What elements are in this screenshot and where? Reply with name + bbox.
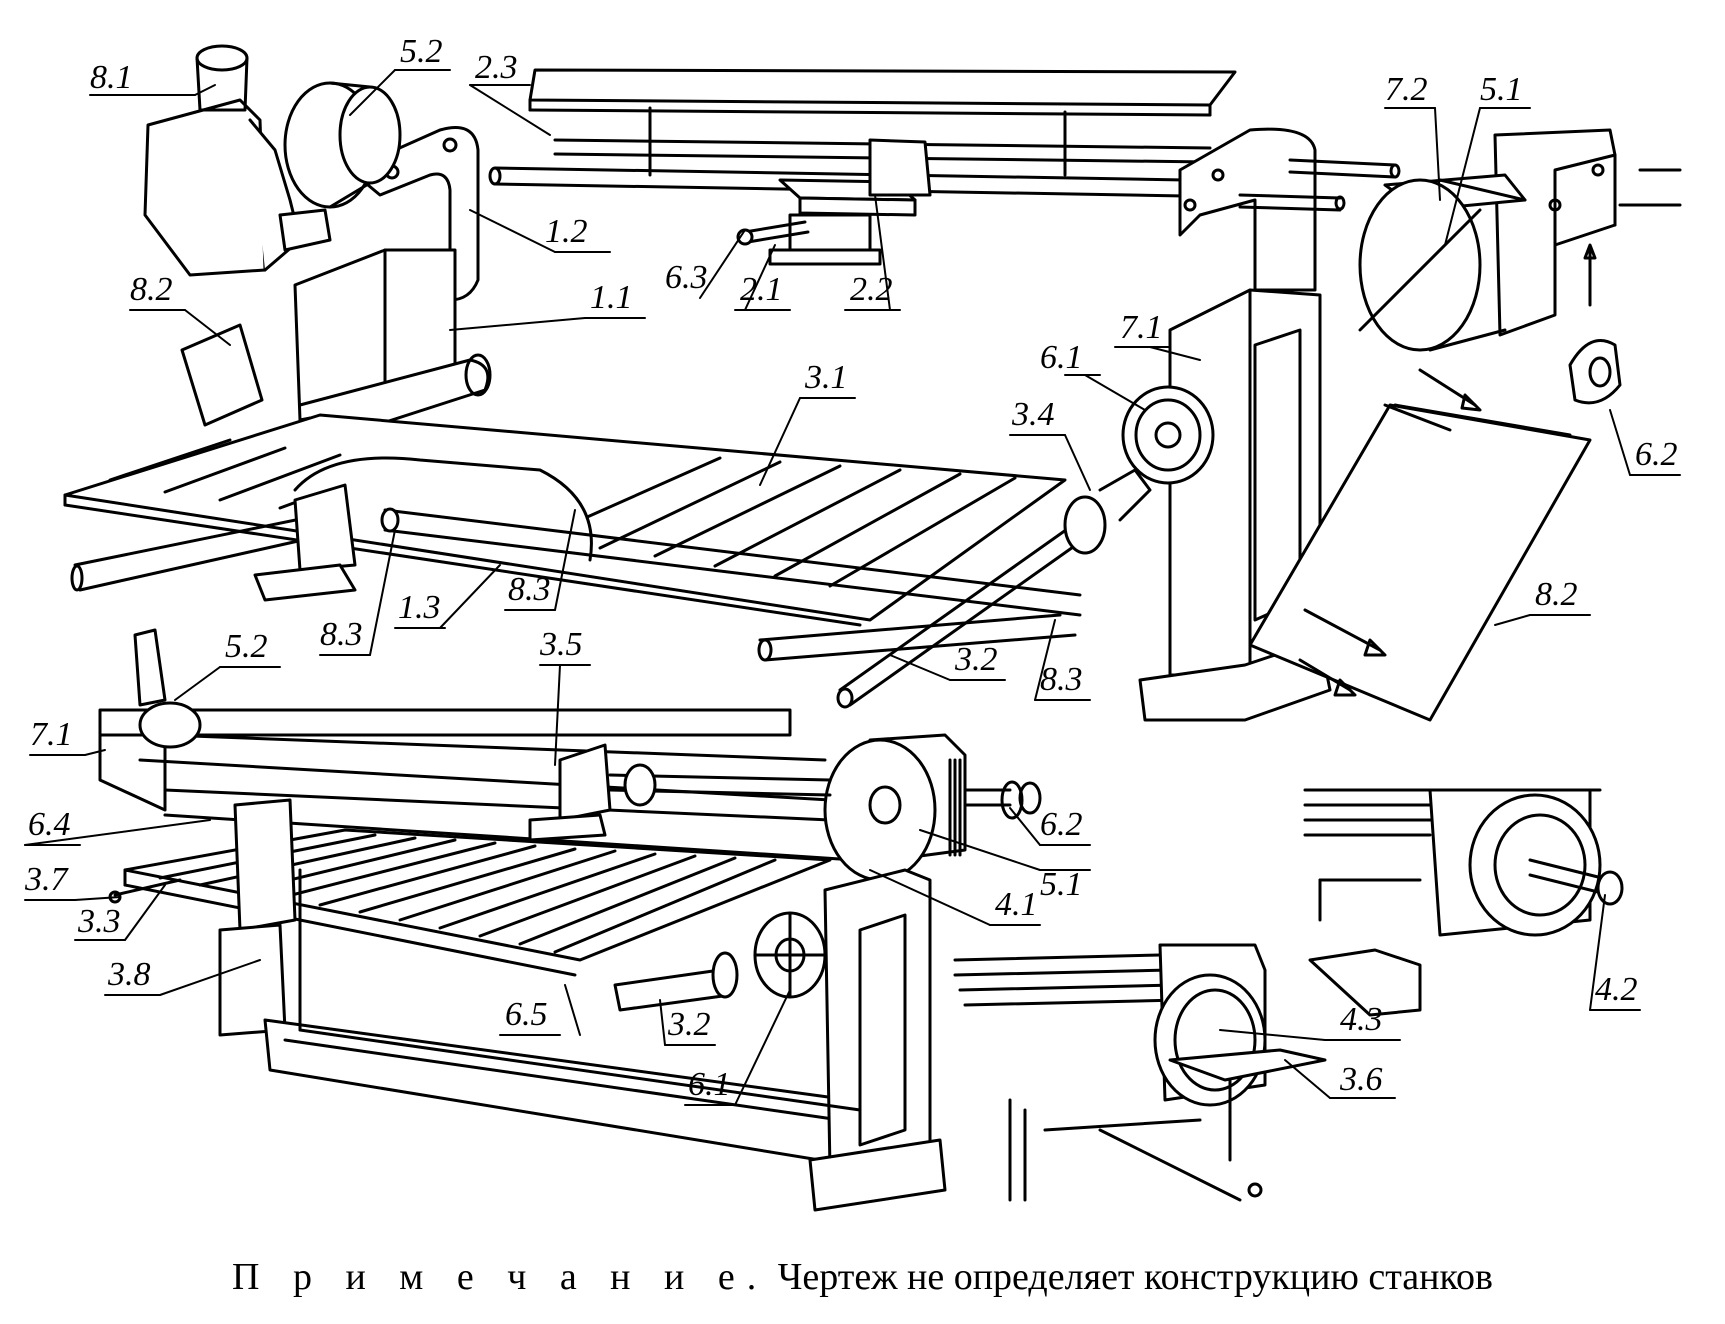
chip-deflector-right (1248, 368, 1592, 722)
label-3-1: 3.1 (804, 359, 848, 396)
label-6-1-top: 6.1 (1040, 339, 1083, 376)
label-2-3: 2.3 (475, 49, 518, 86)
label-7-1-bottom: 7.1 (30, 716, 73, 753)
label-8-3-c: 8.3 (1040, 661, 1083, 698)
detail-4-2 (1303, 788, 1624, 1017)
shafts (70, 507, 1092, 709)
label-4-2: 4.2 (1595, 971, 1638, 1008)
label-6-3: 6.3 (665, 259, 708, 296)
support-blocks (253, 483, 357, 602)
belt-housing (98, 628, 857, 862)
label-4-3: 4.3 (1340, 1001, 1383, 1038)
carriage (736, 138, 932, 266)
label-1-3: 1.3 (398, 589, 441, 626)
label-1-1: 1.1 (590, 279, 633, 316)
detail-4-3 (953, 943, 1327, 1202)
top-cover-plate (528, 68, 1237, 177)
label-6-2-top: 6.2 (1635, 436, 1678, 473)
label-8-3-b: 8.3 (508, 571, 551, 608)
label-8-1: 8.1 (90, 59, 133, 96)
label-8-3-a: 8.3 (320, 616, 363, 653)
label-3-4: 3.4 (1011, 396, 1055, 433)
machine-bed (218, 798, 947, 1212)
label-7-2: 7.2 (1385, 71, 1428, 108)
chip-deflector-left (180, 323, 264, 427)
label-3-3: 3.3 (77, 903, 121, 940)
label-6-4: 6.4 (28, 806, 71, 843)
handwheel-bottom (613, 911, 827, 1012)
label-3-2-top: 3.2 (954, 641, 998, 678)
right-rods (1238, 158, 1401, 212)
label-3-2-bottom: 3.2 (667, 1006, 711, 1043)
spindle-6-2 (963, 780, 1042, 820)
flange-6-2-top (1568, 243, 1622, 405)
label-3-8: 3.8 (107, 956, 151, 993)
label-2-2: 2.2 (850, 271, 893, 308)
leader-lines (24, 69, 1681, 1106)
lever-3-7 (113, 878, 182, 897)
handwheel-top (1063, 385, 1215, 555)
exhaust-hood (143, 44, 332, 277)
label-5-2-top: 5.2 (400, 33, 443, 70)
label-8-2-left: 8.2 (130, 271, 173, 308)
label-6-5: 6.5 (505, 996, 548, 1033)
note-prefix: П р и м е ч а н и е. (232, 1256, 769, 1298)
label-5-1-bottom: 5.1 (1040, 866, 1083, 903)
label-6-1-bottom: 6.1 (688, 1066, 731, 1103)
table-3-1 (63, 413, 1067, 627)
note-text: Чертеж не определяет конструкцию станков (768, 1256, 1493, 1298)
label-4-1: 4.1 (995, 886, 1038, 923)
label-7-1-top: 7.1 (1120, 309, 1163, 346)
label-6-2-bottom: 6.2 (1040, 806, 1083, 843)
pulley-block (823, 733, 967, 882)
label-3-7: 3.7 (24, 861, 70, 898)
label-5-1-top: 5.1 (1480, 71, 1523, 108)
label-8-2-right: 8.2 (1535, 576, 1578, 613)
drawing-note: П р и м е ч а н и е. Чертеж не определяе… (0, 1255, 1725, 1299)
label-2-1: 2.1 (740, 271, 783, 308)
label-3-5: 3.5 (539, 626, 583, 663)
label-1-2: 1.2 (545, 213, 588, 250)
label-5-2-bottom: 5.2 (225, 628, 268, 665)
label-3-6: 3.6 (1339, 1061, 1383, 1098)
motor-housing-top-right (1358, 128, 1682, 352)
carriage-3-5 (528, 743, 832, 842)
